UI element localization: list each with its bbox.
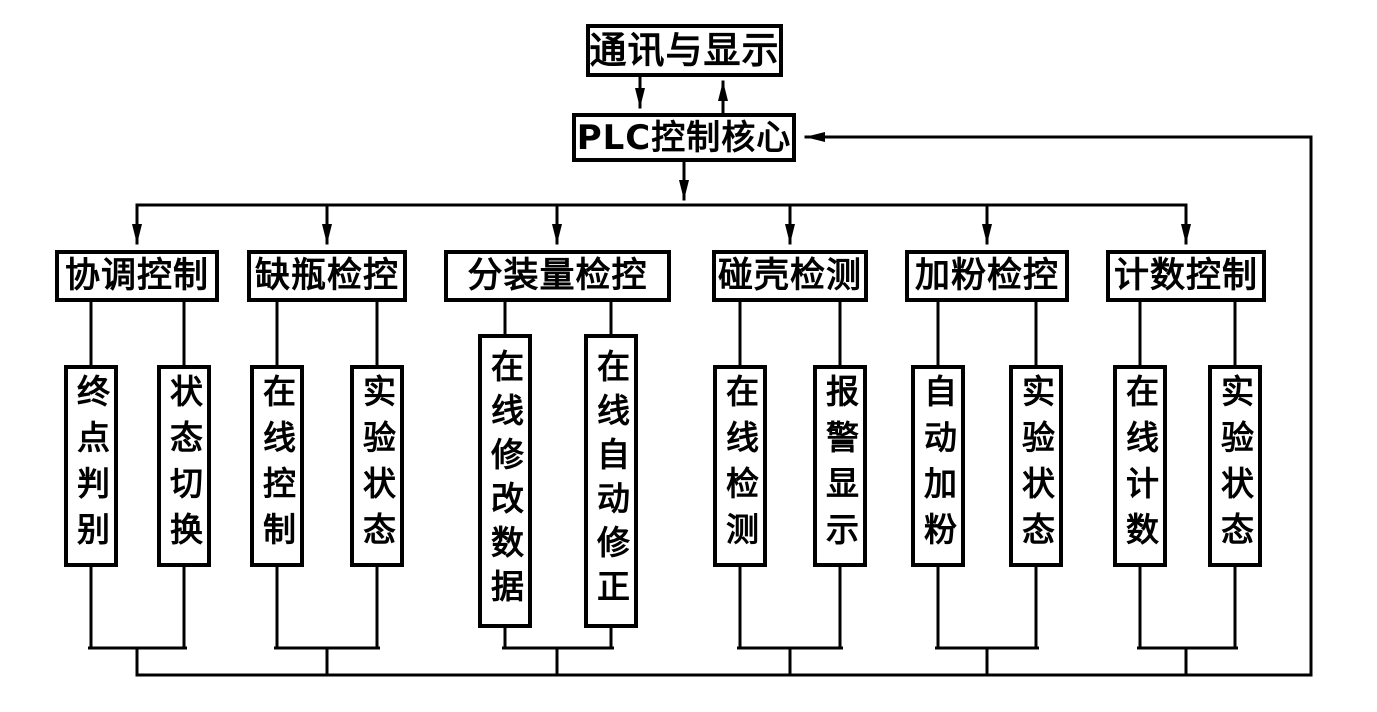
child-label: 终点判别 [71, 374, 111, 558]
node-experiment-state-1: 实验状态 [350, 365, 404, 567]
branch-label: 分装量检控 [467, 255, 648, 296]
node-alarm-display: 报警显示 [813, 365, 867, 567]
node-branch-counting-control: 计数控制 [1106, 250, 1266, 302]
branch-4-join [935, 563, 1039, 677]
branch-3-join [737, 563, 843, 677]
branch-3-child-links [738, 298, 842, 367]
child-label: 在线检测 [720, 374, 760, 558]
branch-label: 碰壳检测 [717, 255, 862, 296]
branch-4-child-links [936, 298, 1038, 367]
node-branch-fill-amount-check: 分装量检控 [444, 250, 671, 302]
node-branch-coordination-control: 协调控制 [55, 250, 219, 302]
node-state-switching: 状态切换 [157, 365, 211, 567]
node-online-control: 在线控制 [250, 365, 304, 567]
child-label: 实验状态 [1016, 374, 1056, 558]
child-label: 在线自动修正 [591, 349, 631, 613]
child-label: 状态切换 [164, 374, 204, 558]
node-branch-missing-bottle-check: 缺瓶检控 [247, 250, 407, 302]
child-label: 报警显示 [820, 374, 860, 558]
node-online-auto-correction: 在线自动修正 [584, 334, 638, 628]
child-label: 实验状态 [357, 374, 397, 558]
branch-label: 缺瓶检控 [254, 255, 399, 296]
node-online-counting: 在线计数 [1113, 365, 1167, 567]
node-plc-core: PLC控制核心 [572, 113, 796, 162]
node-branch-powder-adding-check: 加粉检控 [905, 250, 1069, 302]
node-plc-core-label: PLC控制核心 [576, 117, 792, 158]
branch-label: 计数控制 [1113, 255, 1258, 296]
node-communication-display-label: 通讯与显示 [589, 29, 780, 72]
branch-2-child-links [503, 298, 613, 336]
branch-1-join [274, 563, 380, 677]
branch-1-child-links [275, 298, 379, 367]
feedback-loop [135, 132, 1313, 677]
node-experiment-state-2: 实验状态 [1009, 365, 1063, 567]
branch-0-child-links [89, 298, 186, 367]
branch-label: 加粉检控 [914, 255, 1059, 296]
child-label: 在线修改数据 [485, 349, 525, 613]
node-communication-display: 通讯与显示 [586, 24, 783, 77]
child-label: 自动加粉 [918, 374, 958, 558]
branch-0-join [88, 563, 187, 677]
node-experiment-state-3: 实验状态 [1208, 365, 1262, 567]
branch-5-child-links [1138, 298, 1237, 367]
node-online-detection: 在线检测 [713, 365, 767, 567]
branch-5-join [1137, 563, 1238, 677]
child-label: 在线计数 [1120, 374, 1160, 558]
node-endpoint-judgment: 终点判别 [64, 365, 118, 567]
branch-2-join [502, 624, 614, 677]
node-branch-shell-collision-detect: 碰壳检测 [712, 250, 868, 302]
child-label: 在线控制 [257, 374, 297, 558]
branch-label: 协调控制 [64, 255, 209, 296]
node-online-modify-data: 在线修改数据 [478, 334, 532, 628]
child-label: 实验状态 [1215, 374, 1255, 558]
node-auto-add-powder: 自动加粉 [911, 365, 965, 567]
